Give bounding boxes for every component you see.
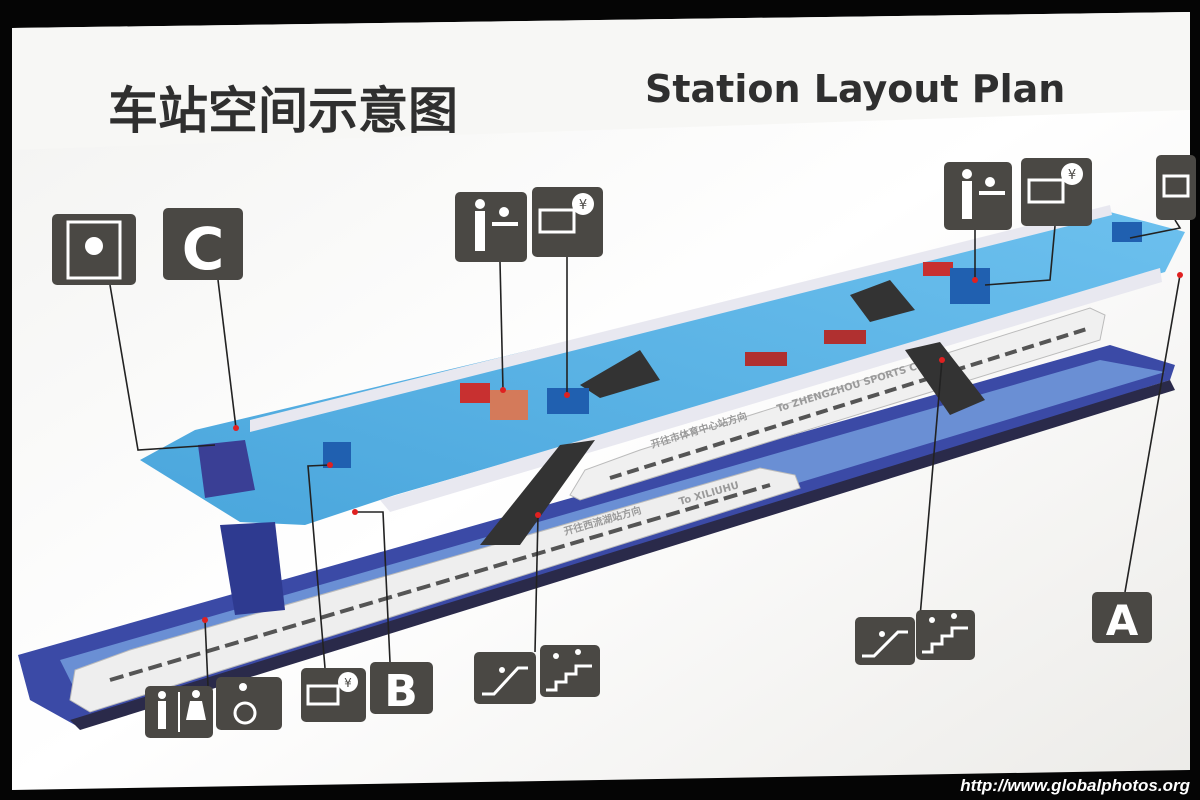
ticket-machine-icon [1156, 155, 1196, 220]
concourse-level [140, 205, 1185, 615]
title-chinese: 车站空间示意图 [108, 82, 458, 140]
svg-text:B: B [384, 666, 418, 717]
svg-text:¥: ¥ [344, 676, 352, 690]
svg-text:C: C [182, 215, 225, 283]
stairs-icon [916, 610, 975, 660]
escalator-icon [855, 617, 915, 665]
svg-text:A: A [1106, 596, 1139, 645]
leader-lines [109, 219, 1183, 687]
escalator-icon [474, 652, 536, 704]
wheelchair-icon [216, 677, 282, 730]
ticket-machine-icon: ¥ [301, 668, 366, 722]
elevator-icon [52, 214, 136, 285]
stairs-icon [540, 645, 600, 697]
exit-c-sign: C [163, 208, 243, 283]
ticket-machine-icon: ¥ [532, 187, 603, 257]
info-desk-icon [944, 162, 1012, 230]
ticket-machine-icon: ¥ [1021, 158, 1092, 226]
title-english: Station Layout Plan [645, 67, 1065, 111]
title-band [12, 12, 1190, 150]
info-desk-icon [455, 192, 527, 262]
toilet-icon [145, 686, 213, 738]
svg-text:¥: ¥ [579, 198, 587, 213]
photo-credit-watermark: http://www.globalphotos.org [960, 776, 1190, 795]
exit-b-sign: B [370, 662, 433, 717]
exit-a-sign: A [1092, 592, 1152, 645]
svg-text:¥: ¥ [1068, 168, 1076, 183]
